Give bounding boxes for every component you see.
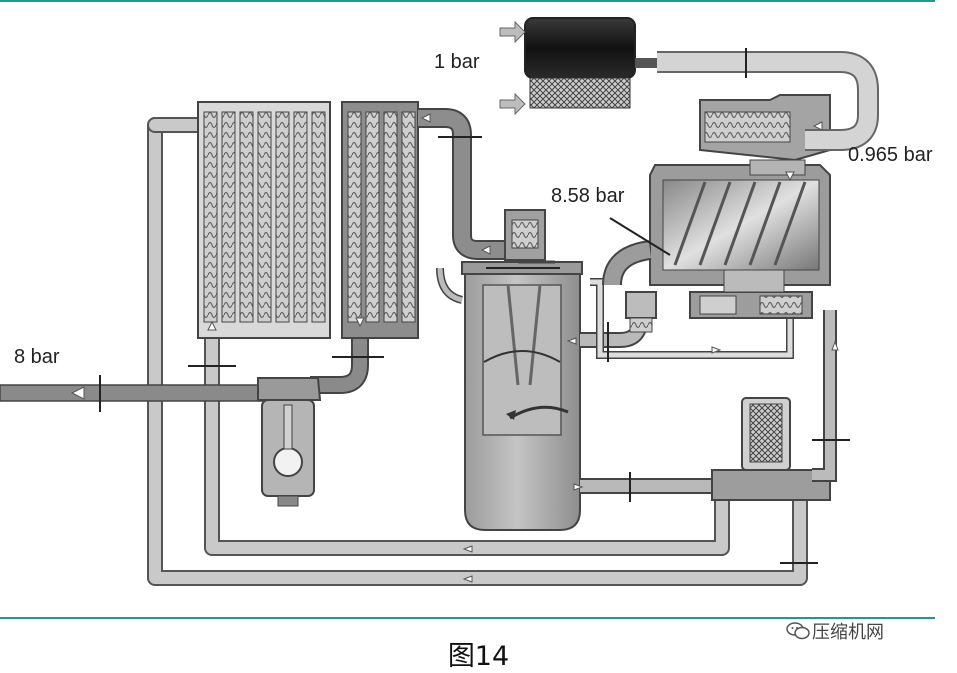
flow-arrows	[70, 113, 839, 583]
watermark-text: 压缩机网	[812, 622, 884, 643]
regulator-pressure-label: 0.965 bar	[848, 144, 933, 166]
bottom-rule	[0, 617, 935, 619]
discharge-pressure-label: 8.58 bar	[551, 185, 625, 207]
section-ticks	[99, 48, 850, 564]
intake-regulator	[699, 94, 831, 176]
oil-filter	[711, 310, 837, 501]
condensate-separator	[257, 377, 322, 507]
outlet-pressure-label: 8 bar	[14, 346, 60, 368]
intake-pressure-label: 1 bar	[434, 51, 480, 73]
thermostatic-valve	[625, 291, 657, 333]
screw-compressor	[602, 164, 831, 286]
wechat-icon	[786, 622, 810, 640]
aftercooler	[197, 101, 331, 339]
air-intake-filter	[499, 17, 879, 151]
figure-caption: 图14	[447, 641, 510, 672]
top-rule	[0, 0, 935, 2]
oil-cooler	[341, 101, 419, 339]
oil-separator-vessel	[436, 209, 583, 531]
cooler-to-separator-pipe	[418, 108, 505, 260]
minimum-pressure-valve	[689, 269, 813, 319]
